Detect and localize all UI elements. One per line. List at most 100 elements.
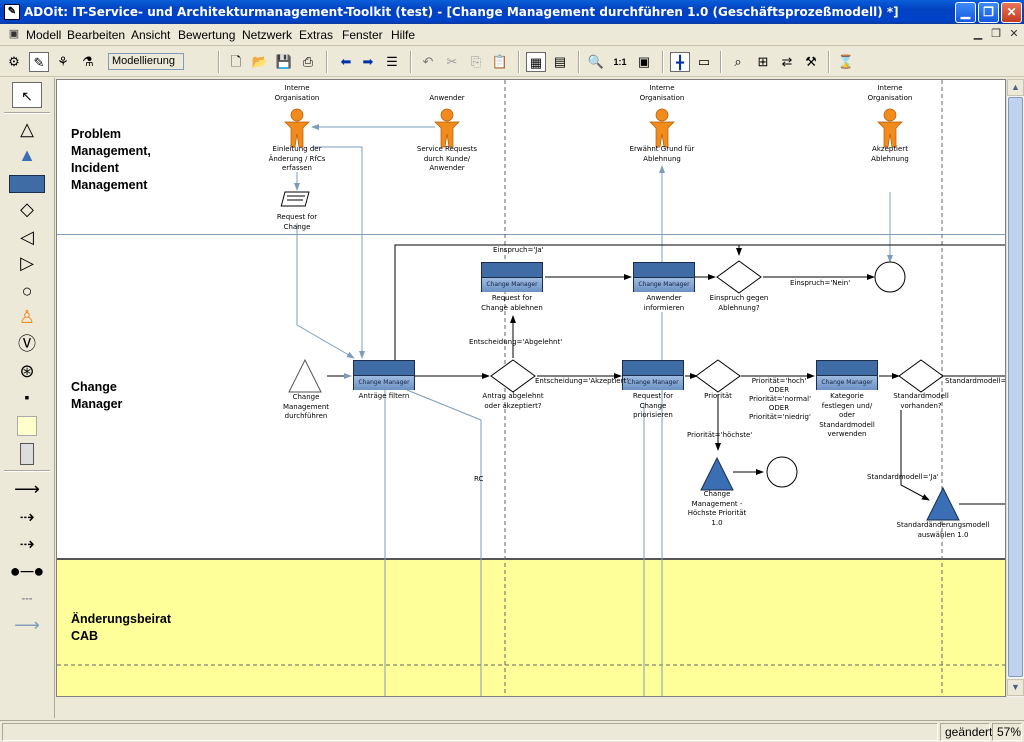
activity-label: Anträge filtern [358, 392, 410, 400]
menu-fenster[interactable]: Fenster [342, 28, 383, 42]
activity-antraege-filtern[interactable]: Change Manager [353, 360, 415, 390]
minimize-button[interactable]: ▁ [955, 2, 976, 23]
close-button[interactable]: ✕ [1001, 2, 1022, 23]
modelling-palette: ↖ △ ▲ ◇ ◁ ▷ ○ ♙ Ⓥ ⊛ ▪ ⟶ ⇢ ⇢ ●─● ┄ ⟶ [0, 78, 55, 718]
parallel-start-icon[interactable]: ◁ [20, 227, 34, 247]
subprocess-icon[interactable]: ▲ [18, 145, 36, 165]
graphic-view-icon[interactable]: ▦ [526, 52, 546, 72]
end-circle-icon[interactable]: ○ [21, 281, 33, 301]
app-icon[interactable]: ✎ [4, 4, 20, 20]
swimlane-icon[interactable]: ▭ [697, 54, 711, 69]
actor-role: Interne Organisation [274, 84, 320, 102]
menu-bar: ▣ Modell Bearbeiten Ansicht Bewertung Ne… [0, 24, 1024, 46]
title-bar: ✎ ADOit: IT-Service- und Architekturmana… [0, 0, 1024, 24]
fit-window-icon[interactable]: ▣ [637, 54, 651, 69]
layout-icon[interactable]: ⚒ [805, 54, 817, 69]
paste-icon[interactable]: 📋 [491, 54, 509, 69]
menu-netzwerk[interactable]: Netzwerk [242, 28, 293, 42]
mode-select[interactable]: Modellierung [108, 53, 184, 70]
vertical-scrollbar[interactable]: ▲ ▼ [1006, 79, 1024, 697]
activity-label: Request for Change ablehnen [481, 294, 543, 312]
grey-connector-icon[interactable]: ⟶ [14, 615, 40, 635]
random-generator-icon[interactable]: ⊛ [19, 361, 35, 381]
actor-label[interactable]: Einleitung der Änderung / RfCs erfassen [268, 145, 326, 172]
scroll-thumb[interactable] [1008, 97, 1023, 677]
menu-bearbeiten[interactable]: Bearbeiten [67, 28, 126, 42]
decision-label: Priorität [704, 392, 732, 400]
scroll-up-icon[interactable]: ▲ [1007, 79, 1024, 96]
analysis-icon[interactable]: ⚘ [57, 54, 69, 69]
mdi-close-icon[interactable]: ✕ [1009, 28, 1019, 40]
print-icon[interactable]: ⎙ [302, 54, 314, 69]
swimlane-tool-icon[interactable] [6, 440, 48, 466]
table-view-icon[interactable]: ▤ [553, 54, 567, 69]
status-message [2, 723, 938, 741]
decision-label: Antrag abgelehnt oder akzeptiert? [482, 392, 544, 410]
lane-problem-management [57, 80, 1005, 235]
decision-icon[interactable]: ◇ [20, 199, 34, 219]
activity-rfc-ablehnen[interactable]: Change Manager [481, 262, 543, 292]
edge-label: Standardmodell='N [945, 377, 1006, 385]
maximize-button[interactable]: ❐ [978, 2, 999, 23]
link-connector-icon[interactable]: ●─● [9, 561, 45, 581]
zoom-100-icon[interactable]: 1:1 [613, 57, 627, 67]
edge-label: Einspruch='Ja' [493, 246, 544, 254]
undo-icon[interactable]: ↶ [422, 54, 434, 69]
actor-label[interactable]: Erwähnt Grund für Ablehnung [629, 145, 695, 163]
diagram-canvas[interactable]: Problem Management, Incident Management … [56, 79, 1006, 697]
save-icon[interactable]: 💾 [275, 54, 293, 69]
activity-label: Request for Change priorisieren [632, 392, 674, 419]
activity-rfc-priorisieren[interactable]: Change Manager [622, 360, 684, 390]
find-icon[interactable]: ⌕ [734, 54, 742, 69]
pointer-tool-icon[interactable]: ↖ [12, 82, 42, 108]
window-list-icon[interactable]: ☰ [386, 54, 398, 69]
dashed-connector-icon[interactable]: ⇢ [19, 507, 35, 527]
edge-label: Einspruch='Nein' [790, 279, 851, 287]
activity-tool-icon[interactable] [6, 170, 48, 196]
parallel-end-icon[interactable]: ▷ [20, 253, 34, 273]
variable-icon[interactable]: Ⓥ [18, 334, 36, 354]
edit-mode-icon[interactable]: ✎ [29, 52, 49, 72]
status-bar: geändert 57% [0, 720, 1024, 742]
actor-label[interactable]: Akzeptiert Ablehnung [871, 145, 909, 163]
lane-title-problem: Problem Management, Incident Management [71, 127, 151, 192]
hourglass-icon[interactable]: ⌛ [837, 54, 855, 69]
mdi-minimize-icon[interactable]: ▁ [973, 28, 983, 40]
explorer-icon[interactable]: ⚙ [8, 54, 20, 69]
scroll-down-icon[interactable]: ▼ [1007, 679, 1024, 696]
cut-icon[interactable]: ✂ [446, 54, 458, 69]
activity-role: Change Manager [634, 278, 694, 292]
open-folder-icon[interactable]: 📂 [251, 54, 269, 69]
simulation-icon[interactable]: ⚗ [82, 54, 94, 69]
start-triangle-icon[interactable]: △ [20, 119, 34, 139]
edge-label: Priorität='hoch' ODER Priorität='normal'… [749, 377, 812, 421]
performer-icon[interactable]: ♙ [18, 307, 36, 327]
dotted-connector-icon[interactable]: ┄ [21, 589, 33, 609]
actor-label[interactable]: Service Requests durch Kunde/ Anwender [416, 145, 478, 172]
zoom-level: 57% [992, 723, 1022, 741]
resource-icon[interactable]: ▪ [24, 389, 30, 405]
new-file-icon[interactable]: 🗋 [230, 54, 242, 69]
copy-icon[interactable]: ⎘ [470, 54, 482, 69]
navigate-icon[interactable]: ⇄ [781, 54, 793, 69]
menu-bewertung[interactable]: Bewertung [178, 28, 236, 42]
note-icon[interactable] [6, 412, 48, 438]
menu-extras[interactable]: Extras [299, 28, 334, 42]
dashed-filled-connector-icon[interactable]: ⇢ [19, 534, 35, 554]
forward-arrow-icon[interactable]: ➡ [362, 54, 374, 69]
activity-anwender-informieren[interactable]: Change Manager [633, 262, 695, 292]
actor-role: Interne Organisation [639, 84, 685, 102]
menu-ansicht[interactable]: Ansicht [131, 28, 171, 42]
subsequent-connector-icon[interactable]: ⟶ [14, 479, 40, 499]
activity-kategorie-festlegen[interactable]: Change Manager [816, 360, 878, 390]
menu-hilfe[interactable]: Hilfe [391, 28, 416, 42]
document-label[interactable]: Request for Change [276, 213, 318, 231]
document-icon[interactable]: ▣ [8, 28, 20, 40]
zoom-icon[interactable]: 🔍 [587, 54, 605, 69]
menu-modell[interactable]: Modell [26, 28, 62, 42]
hierarchy-icon[interactable]: ⊞ [757, 54, 769, 69]
mdi-restore-icon[interactable]: ❐ [991, 28, 1001, 40]
edge-label: Priorität='höchste' [687, 431, 753, 439]
grid-snap-icon[interactable]: ╋ [670, 52, 690, 72]
back-arrow-icon[interactable]: ⬅ [340, 54, 352, 69]
